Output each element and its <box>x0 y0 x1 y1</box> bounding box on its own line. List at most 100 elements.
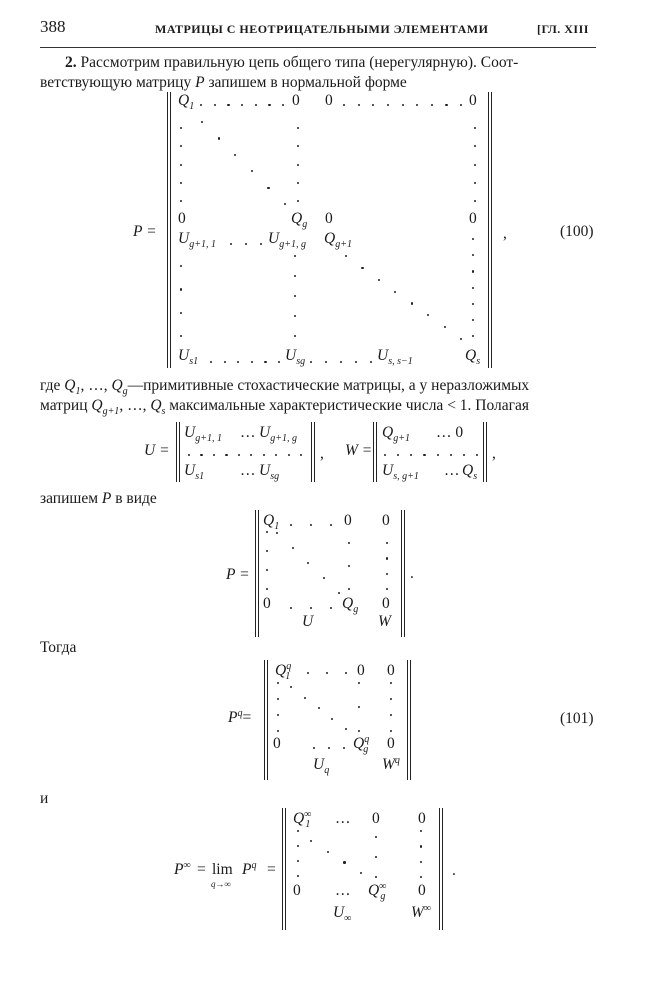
matrix-cell: 0 <box>292 92 300 109</box>
text: , …, <box>80 377 108 394</box>
matrix-dot <box>310 840 313 843</box>
matrix-cell: Ug+1, g <box>259 424 297 445</box>
matrix-dot <box>277 698 280 701</box>
matrix-dot <box>326 672 329 675</box>
matrix-cell: Qg <box>291 210 308 231</box>
matrix-dot <box>401 104 404 107</box>
equation-lhs: P = <box>133 223 157 240</box>
matrix-dot <box>331 717 334 720</box>
matrix-dot <box>217 137 220 140</box>
paragraph-line: где Q1, …, Qg—примитивные стохастические… <box>40 377 529 397</box>
math-var: P <box>101 490 112 507</box>
matrix-dot <box>180 335 183 338</box>
equals: = <box>197 861 206 878</box>
page-number: 388 <box>40 17 66 36</box>
matrix-dot <box>264 361 267 364</box>
matrix-cell: Qs <box>465 347 481 368</box>
matrix-dot <box>241 104 244 107</box>
equals: = <box>267 861 276 878</box>
matrix-dot <box>375 876 378 879</box>
text: максимальные характеристические числа < … <box>169 397 530 414</box>
matrix-dot <box>267 186 270 189</box>
matrix-bracket-right <box>483 422 487 482</box>
matrix-dot <box>300 454 303 457</box>
text: ветствующую матрицу <box>40 74 192 91</box>
matrix-dot <box>266 531 269 534</box>
matrix-dot <box>390 682 393 685</box>
matrix-dot <box>343 861 346 864</box>
block-w: Wq <box>382 754 400 773</box>
matrix-dot <box>443 326 446 329</box>
block-u: U <box>302 613 314 630</box>
text: в виде <box>115 490 157 507</box>
matrix-dot <box>345 728 348 731</box>
matrix-dot <box>474 200 477 203</box>
matrix-cell: Q∞1 <box>293 808 312 831</box>
matrix-dot <box>307 672 310 675</box>
matrix-dot <box>266 550 269 553</box>
matrix-dot <box>340 361 343 364</box>
matrix-dot <box>180 163 183 166</box>
matrix-dot <box>290 524 293 527</box>
matrix-cell: Qs <box>462 462 478 483</box>
matrix-dot <box>343 104 346 107</box>
equation-lhs: P = <box>226 566 250 583</box>
matrix-cell: Ug+1, 1 <box>178 230 216 251</box>
matrix-dot <box>200 454 203 457</box>
math-var: Pq <box>228 707 243 726</box>
equation-number: (101) <box>560 710 594 727</box>
matrix-dot <box>294 295 297 298</box>
matrix-dot <box>310 361 313 364</box>
matrix-cell: Us1 <box>178 347 199 368</box>
matrix-dot <box>210 361 213 364</box>
equation-number: (100) <box>560 223 594 240</box>
text: где <box>40 377 61 394</box>
matrix-dot <box>297 163 300 166</box>
matrix-cell: 0 <box>418 810 426 827</box>
matrix-dot <box>212 454 216 457</box>
matrix-dot <box>297 845 300 848</box>
matrix-cell: 0 <box>382 595 390 612</box>
matrix-cell: Q1 <box>263 512 280 533</box>
matrix-dot <box>234 153 237 156</box>
equals: = <box>242 709 252 726</box>
matrix-dot <box>430 104 433 107</box>
matrix-dot <box>180 288 183 291</box>
punctuation: , <box>492 445 496 462</box>
matrix-dot <box>282 104 285 107</box>
matrix-dot <box>291 547 294 550</box>
matrix-dot <box>472 238 475 241</box>
block-u: Uq <box>313 756 330 777</box>
matrix-dot <box>377 278 381 281</box>
matrix-dot <box>386 588 389 591</box>
paragraph-line: запишем P в виде <box>40 491 157 507</box>
matrix-dot <box>290 607 293 610</box>
math-var: P∞ <box>174 859 191 878</box>
math-var: Qs <box>150 397 166 418</box>
lim-operator: lim <box>212 861 233 878</box>
matrix-dot <box>277 730 280 733</box>
matrix-dot <box>284 203 287 206</box>
matrix-dot <box>294 255 297 258</box>
matrix-dot <box>297 127 300 130</box>
matrix-dot <box>384 454 387 457</box>
text: запишем <box>40 490 99 507</box>
punctuation: . <box>452 862 456 879</box>
matrix-dot <box>330 607 333 610</box>
matrix-bracket-left <box>167 92 171 368</box>
math-var: Qg+1 <box>91 397 120 418</box>
matrix-dot <box>348 565 351 568</box>
matrix-dot <box>343 747 346 750</box>
punctuation: , <box>320 445 324 462</box>
matrix-dot <box>287 454 290 457</box>
matrix-dot <box>200 104 203 107</box>
matrix-dot <box>303 696 306 699</box>
matrix-dot <box>260 243 263 246</box>
matrix-cell: Usg <box>285 347 306 368</box>
math-var: Pq <box>242 859 257 878</box>
matrix-bracket-left <box>373 422 377 482</box>
matrix-dot <box>370 361 373 364</box>
matrix-cell: 0 <box>418 882 426 899</box>
matrix-dot <box>266 569 269 572</box>
matrix-dot <box>358 730 361 733</box>
